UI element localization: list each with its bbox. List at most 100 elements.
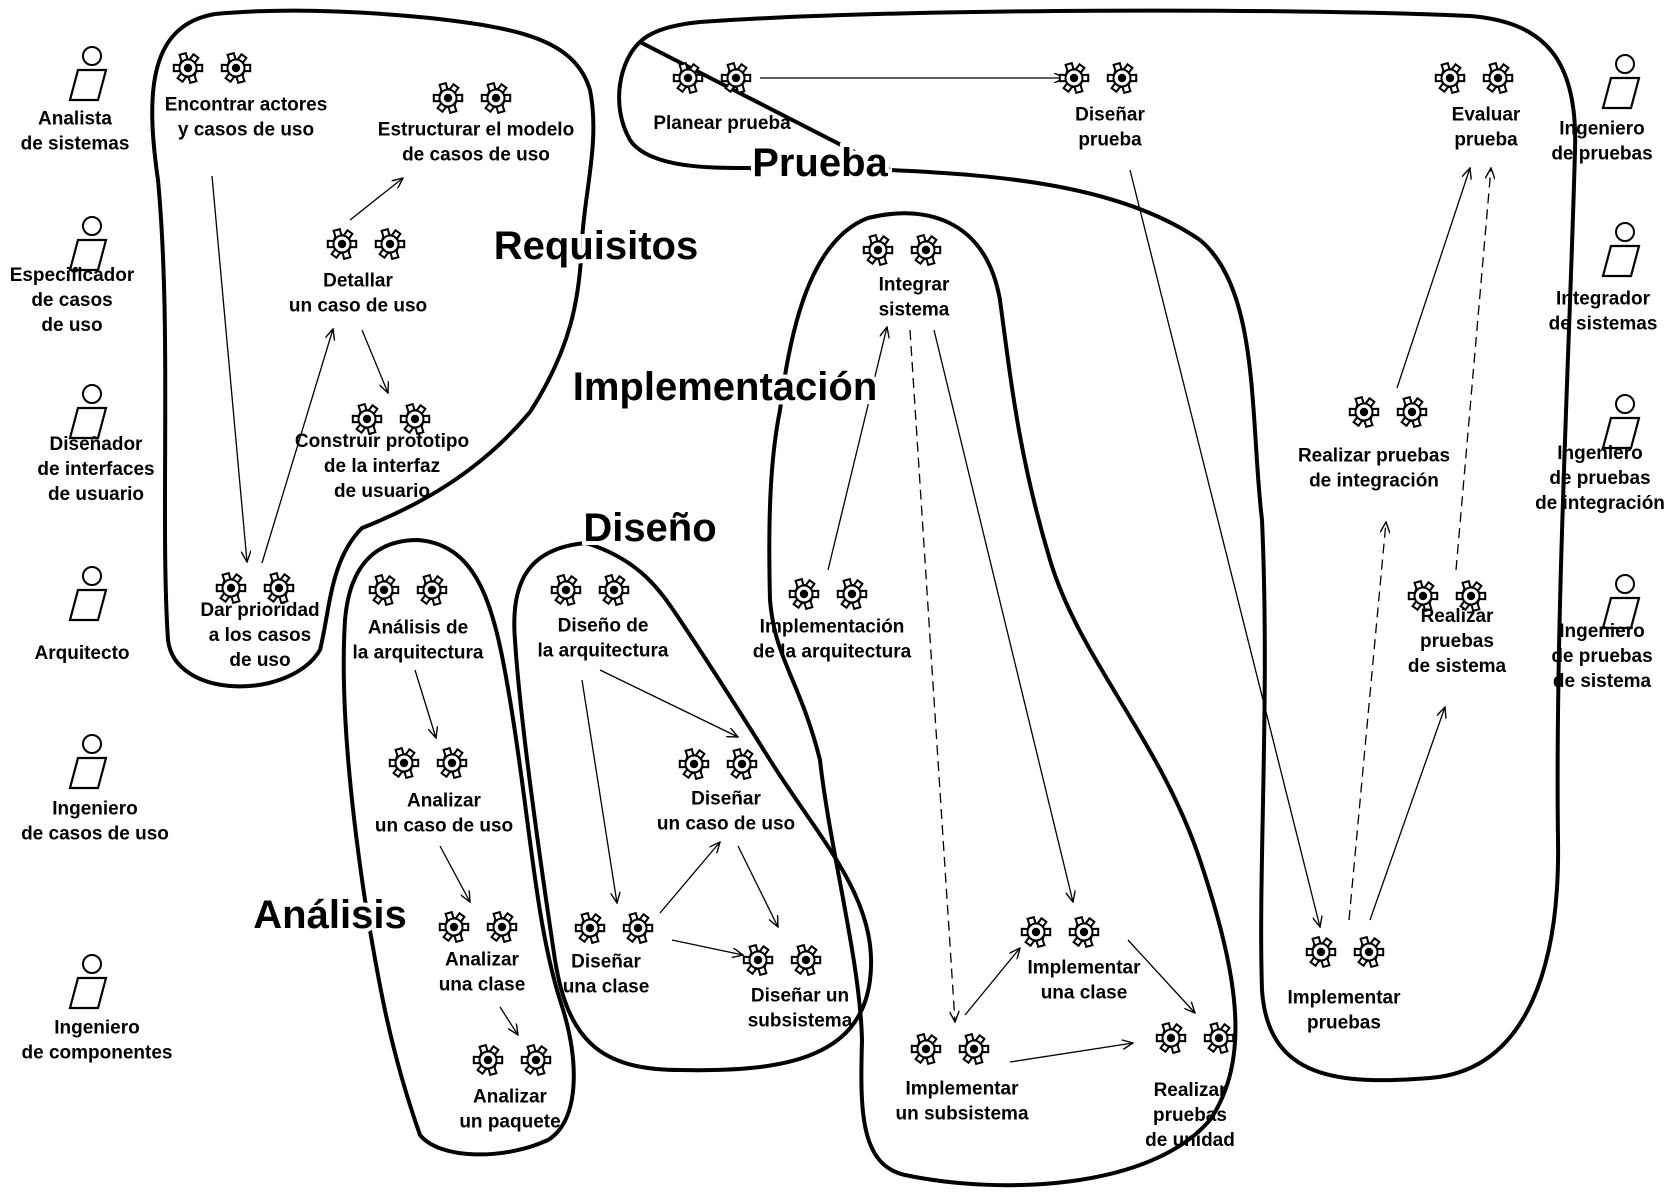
activity-label-prototipo-line: Construir prototipo	[295, 431, 469, 452]
activity-label-encontrar-line: y casos de uso	[178, 120, 314, 141]
implementacion-outline	[767, 211, 1238, 1188]
gear-icon	[351, 403, 383, 435]
prueba-outline	[617, 8, 1578, 1083]
worker-icon	[1601, 393, 1641, 450]
activity-label-pr-integracion-line: de integración	[1309, 471, 1439, 492]
gear-icon	[574, 912, 606, 944]
activity-label-di-subsistema-line: Diseñar un	[751, 986, 849, 1007]
activity-label-prototipo-line: de usuario	[334, 481, 430, 502]
activity-label-di-caso-line: un caso de uso	[657, 814, 795, 835]
activity-gears-im-subsistema	[910, 1033, 990, 1065]
worker-label-ing-sistema-line: de pruebas	[1551, 646, 1652, 667]
activity-label-pruebas-unidad-line: pruebas	[1153, 1105, 1227, 1126]
worker-icon	[68, 953, 108, 1010]
arrow-im-pruebas-pr-sistema	[1369, 707, 1445, 921]
activity-gears-evaluar	[1434, 62, 1514, 94]
arrow-an-arq-an-caso	[414, 669, 436, 738]
activity-label-integrar: Integrar sistema	[879, 275, 950, 321]
activity-gears-detallar	[326, 228, 406, 260]
activity-label-im-pruebas-line: Implementar	[1288, 988, 1402, 1009]
worker-label-arquitecto: Arquitecto	[35, 643, 130, 664]
gear-icon	[836, 578, 868, 610]
gear-icon	[678, 748, 710, 780]
gear-icon	[1203, 1022, 1235, 1054]
activity-gears-im-arq	[788, 578, 868, 610]
activity-label-integrar-line: sistema	[879, 300, 950, 321]
gear-icon	[598, 574, 630, 606]
activity-gears-im-clase	[1020, 916, 1100, 948]
activity-gears-estructurar	[432, 82, 512, 114]
activity-gears-an-clase	[438, 911, 518, 943]
gear-icon	[480, 82, 512, 114]
gear-icon	[326, 228, 358, 260]
worker-label-arquitecto-line: Arquitecto	[35, 643, 130, 664]
worker-label-ing-casos-line: Ingeniero	[52, 799, 138, 820]
gear-icon	[550, 574, 582, 606]
activity-gears-di-arq	[550, 574, 630, 606]
activity-label-di-subsistema: Diseñar un subsistema	[748, 986, 853, 1032]
activity-label-prioridad-line: a los casos	[209, 625, 311, 646]
activity-label-di-caso-line: Diseñar	[691, 789, 761, 810]
activity-label-im-pruebas: Implementar pruebas	[1288, 988, 1402, 1034]
activity-label-di-clase-line: Diseñar	[571, 952, 641, 973]
gear-icon	[263, 572, 295, 604]
activity-label-an-paquete: Analizar un paquete	[459, 1087, 560, 1133]
titles-layer: RequisitosPruebaImplementaciónDiseñoAnál…	[249, 137, 892, 941]
arrow-im-pruebas-pr-integracion	[1348, 522, 1386, 921]
activity-label-di-arq-line: Diseño de	[558, 616, 649, 637]
activity-label-im-pruebas-line: pruebas	[1307, 1013, 1381, 1034]
gear-icon	[399, 403, 431, 435]
gear-icon	[862, 234, 894, 266]
gear-icon	[438, 911, 470, 943]
activity-label-an-paquete-line: un paquete	[459, 1112, 560, 1133]
gear-icon	[416, 574, 448, 606]
activity-label-estructurar: Estructurar el modelo de casos de uso	[378, 120, 574, 166]
gear-icon	[486, 911, 518, 943]
gear-icon	[436, 747, 468, 779]
arrow-disenar-prueba-im-pruebas	[1129, 169, 1320, 927]
worker-label-ing-componentes-line: de componentes	[22, 1043, 173, 1064]
activity-label-di-caso: Diseñar un caso de uso	[657, 789, 795, 835]
activity-label-planear: Planear prueba	[653, 113, 791, 134]
gear-icon	[910, 1033, 942, 1065]
arrows	[211, 78, 1491, 1063]
activity-label-disenar-prueba-line: prueba	[1078, 130, 1142, 151]
activity-label-disenar-prueba: Diseñar prueba	[1075, 105, 1145, 151]
activity-label-integrar-line: Integrar	[879, 275, 950, 296]
activity-label-di-subsistema-line: subsistema	[748, 1011, 853, 1032]
activity-label-pr-sistema-line: pruebas	[1420, 631, 1494, 652]
arrow-di-caso-di-subsistema	[737, 845, 778, 927]
gear-icon	[1353, 936, 1385, 968]
gear-icon	[1155, 1022, 1187, 1054]
activity-label-prototipo-line: de la interfaz	[324, 456, 440, 477]
gear-icon	[432, 82, 464, 114]
gear-icon	[1305, 936, 1337, 968]
gear-icon	[368, 574, 400, 606]
worker-label-ing-integracion-line: de pruebas	[1549, 468, 1650, 489]
activity-label-disenar-prueba-line: Diseñar	[1075, 105, 1145, 126]
gear-icon	[1348, 396, 1380, 428]
worker-label-ing-integracion-line: Ingeniero	[1557, 443, 1643, 464]
activity-label-estructurar-line: Estructurar el modelo	[378, 120, 574, 141]
activity-label-estructurar-line: de casos de uso	[402, 145, 550, 166]
arrow-integrar-im-clase	[933, 329, 1073, 902]
discipline-title-requisitos: Requisitos	[494, 224, 698, 268]
activity-gears-pr-integracion	[1348, 396, 1428, 428]
arrow-an-clase-an-paquete	[499, 1006, 518, 1035]
activity-label-an-paquete-line: Analizar	[473, 1087, 548, 1108]
worker-label-especificador-line: de uso	[41, 315, 102, 336]
gear-icon	[788, 578, 820, 610]
analisis-outline	[341, 537, 576, 1157]
discipline-title-prueba: Prueba	[752, 141, 888, 185]
